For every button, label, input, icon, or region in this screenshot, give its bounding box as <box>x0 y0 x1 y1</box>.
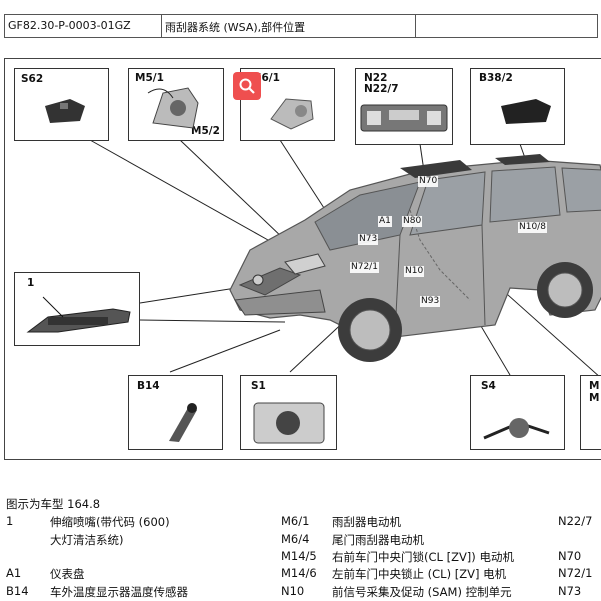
label-n22: N22 <box>364 72 388 84</box>
legend-code-3: N22/7 <box>558 514 593 528</box>
legend-desc-2: 右前车门中央门锁(CL [ZV]) 电动机 <box>332 550 514 564</box>
component-box-m5: M5/1 M5/2 <box>128 68 224 141</box>
diagram-frame <box>4 58 601 460</box>
label-b14: B14 <box>137 380 160 392</box>
label-m5-2: M5/2 <box>191 125 220 137</box>
tag-n70: N70 <box>418 176 439 187</box>
legend-desc-2: 雨刮器电动机 <box>332 515 401 529</box>
legend-desc: 车外温度显示器温度传感器 <box>50 585 188 599</box>
legend-desc: 伸缩喷嘴(带代码 (600) <box>50 515 170 529</box>
component-box-s4: S4 <box>470 375 565 450</box>
component-box-n22: N22 N22/7 <box>355 68 453 145</box>
component-box-s62: S62 <box>14 68 109 141</box>
legend-desc: 大灯清洁系统) <box>50 533 124 547</box>
combination-switch-icon <box>483 418 550 440</box>
label-1: 1 <box>27 277 35 289</box>
legend-code-2: M6/4 <box>281 532 310 546</box>
component-box-b38-2: B38/2 <box>470 68 565 145</box>
legend-desc-2: 左前车门中央锁止 (CL) [ZV] 电机 <box>332 567 507 581</box>
legend-desc-2: 尾门雨刮器电动机 <box>332 533 424 547</box>
legend-code-2: M14/6 <box>281 566 317 580</box>
legend-desc-2: 前信号采集及促动 (SAM) 控制单元 <box>332 585 512 599</box>
component-box-s1: S1 <box>240 375 337 450</box>
component-box-b14: B14 <box>128 375 223 450</box>
legend-code-3: N72/1 <box>558 566 593 580</box>
component-box-1: 1 <box>14 272 140 346</box>
legend-code-3: N70 <box>558 549 582 563</box>
legend-desc: 仪表盘 <box>50 567 85 581</box>
wiper-motor-icon <box>270 98 314 130</box>
vehicle-illustration <box>229 154 601 362</box>
legend-code: B14 <box>6 584 29 598</box>
legend-code-3: N73 <box>558 584 582 598</box>
figure-caption: 图示为车型 164.8 <box>6 497 101 511</box>
label-s62: S62 <box>21 73 44 85</box>
label-m5-1: M5/1 <box>135 72 164 84</box>
legend-code: 1 <box>6 514 14 528</box>
label-b38-2: B38/2 <box>479 72 513 84</box>
doc-title: 雨刮器系统 (WSA),部件位置 <box>162 15 416 37</box>
tag-n72-1: N72/1 <box>350 262 379 273</box>
zoom-in-icon[interactable] <box>233 72 261 100</box>
tag-n10-8: N10/8 <box>518 222 547 233</box>
doc-code: GF82.30-P-0003-01GZ <box>5 15 162 37</box>
tag-n93: N93 <box>420 296 441 307</box>
switch-s62-icon <box>45 99 85 123</box>
label-s1: S1 <box>251 380 266 392</box>
tag-n73: N73 <box>358 234 379 245</box>
door-lock-icon <box>147 87 199 129</box>
document-header: GF82.30-P-0003-01GZ 雨刮器系统 (WSA),部件位置 <box>4 14 598 38</box>
temperature-sensor-icon <box>169 403 197 442</box>
tag-n10: N10 <box>404 266 425 277</box>
climate-control-panel-icon <box>360 104 448 132</box>
legend-code-2: M14/5 <box>281 549 317 563</box>
rain-sensor-icon <box>501 99 551 124</box>
component-box-m-edge: M M <box>580 375 601 450</box>
label-m-edge: M <box>589 380 600 392</box>
label-n22-7: N22/7 <box>364 83 399 95</box>
label-s4: S4 <box>481 380 496 392</box>
legend-code-2: N10 <box>281 584 305 598</box>
tag-a1: A1 <box>378 216 392 227</box>
tag-n80: N80 <box>402 216 423 227</box>
legend-code-2: M6/1 <box>281 514 310 528</box>
legend-code: A1 <box>6 566 22 580</box>
light-switch-icon <box>253 402 325 444</box>
label-m-edge-2: M <box>589 392 600 404</box>
nozzle-icon <box>26 296 131 333</box>
